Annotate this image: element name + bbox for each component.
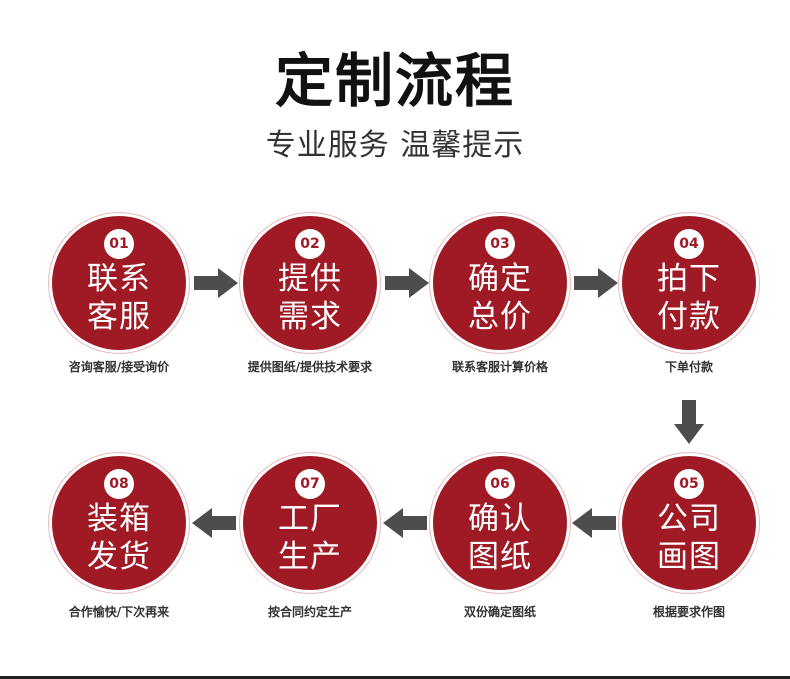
step-circle-03: 03 确定 总价 [433,216,567,350]
step-caption-04: 下单付款 [664,360,713,374]
step-caption-02: 提供图纸/提供技术要求 [247,360,373,374]
bottom-divider [0,676,790,679]
step-number-badge: 04 [674,229,704,259]
step-label-line1: 确认 [468,501,532,537]
step-label-line2: 总价 [468,299,532,335]
step-caption-06: 双份确定图纸 [463,605,536,619]
arrow-left-icon [572,508,616,538]
step-label-line2: 生产 [278,539,342,575]
step-label-line2: 客服 [87,299,151,335]
step-label-line1: 拍下 [657,261,721,297]
step-caption-08: 合作愉快/下次再来 [68,605,170,619]
step-number-badge: 08 [104,469,134,499]
step-label-line1: 装箱 [87,501,151,537]
arrow-left-icon [383,508,427,538]
step-label: 确认 图纸 [433,500,567,576]
step-number-badge: 06 [485,469,515,499]
step-label: 确定 总价 [433,260,567,336]
step-label-line1: 工厂 [278,501,342,537]
step-label: 拍下 付款 [622,260,756,336]
step-caption-05: 根据要求作图 [652,605,725,619]
step-number-badge: 05 [674,469,704,499]
step-circle-06: 06 确认 图纸 [433,456,567,590]
step-circle-05: 05 公司 画图 [622,456,756,590]
step-number-badge: 03 [485,229,515,259]
step-label-line2: 付款 [657,299,721,335]
step-number-badge: 01 [104,229,134,259]
step-circle-04: 04 拍下 付款 [622,216,756,350]
step-label-line2: 需求 [278,299,342,335]
step-label: 公司 画图 [622,500,756,576]
step-label-line2: 发货 [87,539,151,575]
step-circle-07: 07 工厂 生产 [243,456,377,590]
step-label: 提供 需求 [243,260,377,336]
step-label: 工厂 生产 [243,500,377,576]
step-label: 装箱 发货 [52,500,186,576]
arrow-right-icon [574,268,618,298]
step-label-line1: 提供 [278,261,342,297]
step-label-line1: 确定 [468,261,532,297]
step-caption-01: 咨询客服/接受询价 [68,360,170,374]
page-subtitle: 专业服务 温馨提示 [265,128,525,163]
arrow-down-icon [674,400,704,444]
step-circle-02: 02 提供 需求 [243,216,377,350]
step-label-line1: 公司 [657,501,721,537]
step-caption-03: 联系客服计算价格 [451,360,548,374]
step-label-line2: 画图 [657,539,721,575]
step-caption-07: 按合同约定生产 [267,605,352,619]
step-number-badge: 07 [295,469,325,499]
arrow-right-icon [194,268,238,298]
arrow-right-icon [385,268,429,298]
step-label: 联系 客服 [52,260,186,336]
step-circle-01: 01 联系 客服 [52,216,186,350]
arrow-left-icon [192,508,236,538]
step-circle-08: 08 装箱 发货 [52,456,186,590]
step-label-line2: 图纸 [468,539,532,575]
page-title: 定制流程 [274,47,515,115]
step-number-badge: 02 [295,229,325,259]
step-label-line1: 联系 [87,261,151,297]
